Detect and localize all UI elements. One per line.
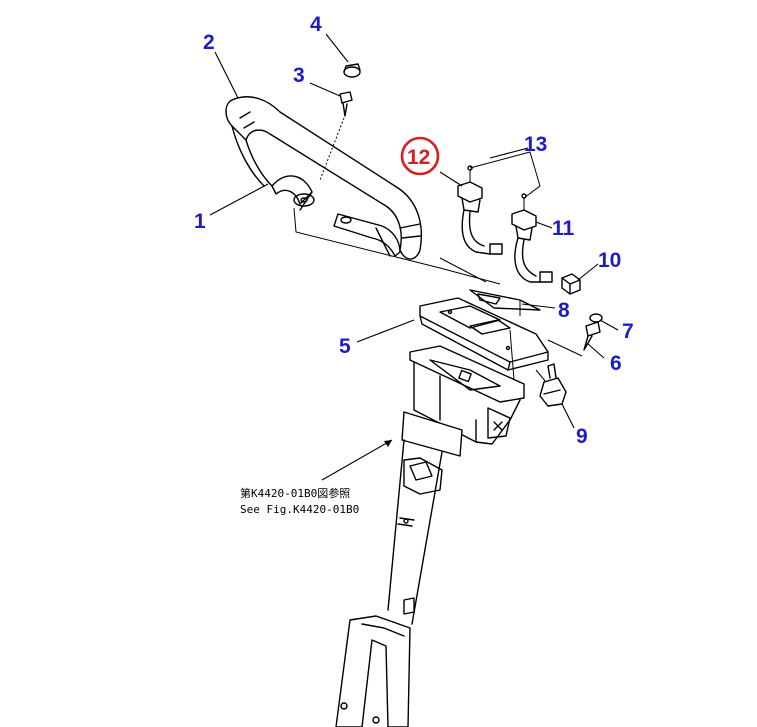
callout-8: 8	[558, 299, 570, 322]
callout-2: 2	[203, 31, 215, 54]
callout-4: 4	[310, 13, 322, 36]
switch-part-12	[457, 165, 503, 255]
bolt-part	[319, 91, 353, 181]
figure-reference-note: 第K4420-01B0図参照 See Fig.K4420-01B0	[240, 486, 359, 516]
callout-5: 5	[339, 335, 351, 358]
callout-1: 1	[194, 210, 206, 233]
callout-3: 3	[293, 64, 305, 87]
callout-9: 9	[576, 425, 588, 448]
callout-6: 6	[610, 352, 622, 375]
reference-note-ja: 第K4420-01B0図参照	[240, 486, 350, 500]
switch-part-9	[539, 363, 567, 407]
screw-part	[583, 313, 603, 351]
steering-column-part	[335, 411, 463, 727]
callout-leaders	[209, 33, 619, 481]
cap-part	[343, 63, 361, 78]
highlight-circle-12	[400, 136, 440, 176]
cap-part-10	[561, 273, 581, 295]
callout-10: 10	[598, 249, 621, 272]
reference-note-en: See Fig.K4420-01B0	[240, 503, 359, 516]
callout-13: 13	[524, 133, 547, 156]
callout-12: 12	[407, 146, 430, 169]
top-plate-part	[419, 289, 549, 371]
callout-11: 11	[552, 217, 575, 240]
column-bracket-part	[409, 345, 525, 445]
handle-bar-part	[225, 96, 423, 260]
callout-labels: 2 4 3 1 5 13 11 10 8 7 6 9 12	[194, 13, 634, 448]
assembly-guide-lines	[293, 151, 583, 383]
switch-part-11	[511, 193, 553, 283]
callout-7: 7	[622, 320, 634, 343]
